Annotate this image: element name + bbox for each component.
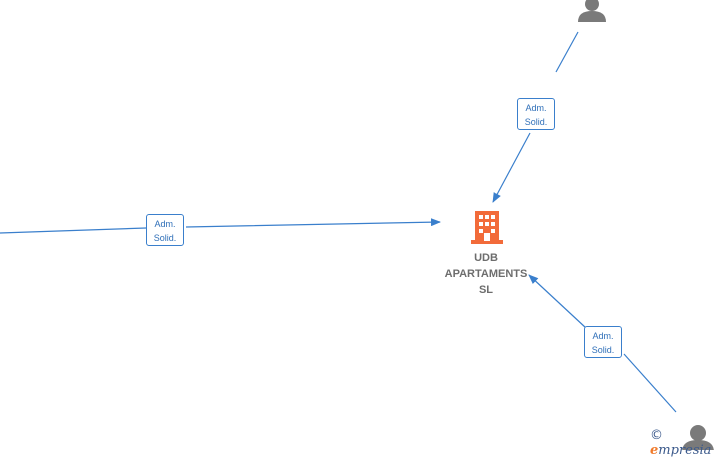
edge-left[interactable] xyxy=(0,222,440,234)
edge-label-line-1: Adm. xyxy=(592,331,614,341)
edge-label-line-2: Solid. xyxy=(524,117,548,127)
edge-top-right[interactable] xyxy=(493,31,579,202)
company-name[interactable]: UDB APARTAMENTS SL xyxy=(434,250,538,298)
edge-bottom-right[interactable] xyxy=(529,275,677,413)
company-name-line-3: SL xyxy=(478,284,494,296)
edge-label-left[interactable]: Adm. Solid. xyxy=(146,214,184,246)
edge-label-bottom-right[interactable]: Adm. Solid. xyxy=(584,326,622,358)
person-node-bottom-right[interactable] xyxy=(682,425,714,450)
logo-text: mpresia xyxy=(658,443,712,458)
company-node[interactable] xyxy=(471,211,503,244)
edge-label-top-right[interactable]: Adm. Solid. xyxy=(517,98,555,130)
edge-label-line-2: Solid. xyxy=(153,233,177,243)
copyright-symbol: © xyxy=(650,428,663,443)
watermark-logo: © empresia xyxy=(650,428,728,458)
building-icon xyxy=(471,211,503,244)
edge-label-line-1: Adm. xyxy=(154,219,176,229)
person-icon xyxy=(578,0,606,22)
company-name-line-2: APARTAMENTS xyxy=(444,268,528,280)
edge-label-line-2: Solid. xyxy=(591,345,615,355)
person-node-top-right[interactable] xyxy=(578,0,606,22)
person-icon xyxy=(682,425,714,450)
edge-label-line-1: Adm. xyxy=(525,103,547,113)
company-name-line-1: UDB xyxy=(474,252,498,264)
